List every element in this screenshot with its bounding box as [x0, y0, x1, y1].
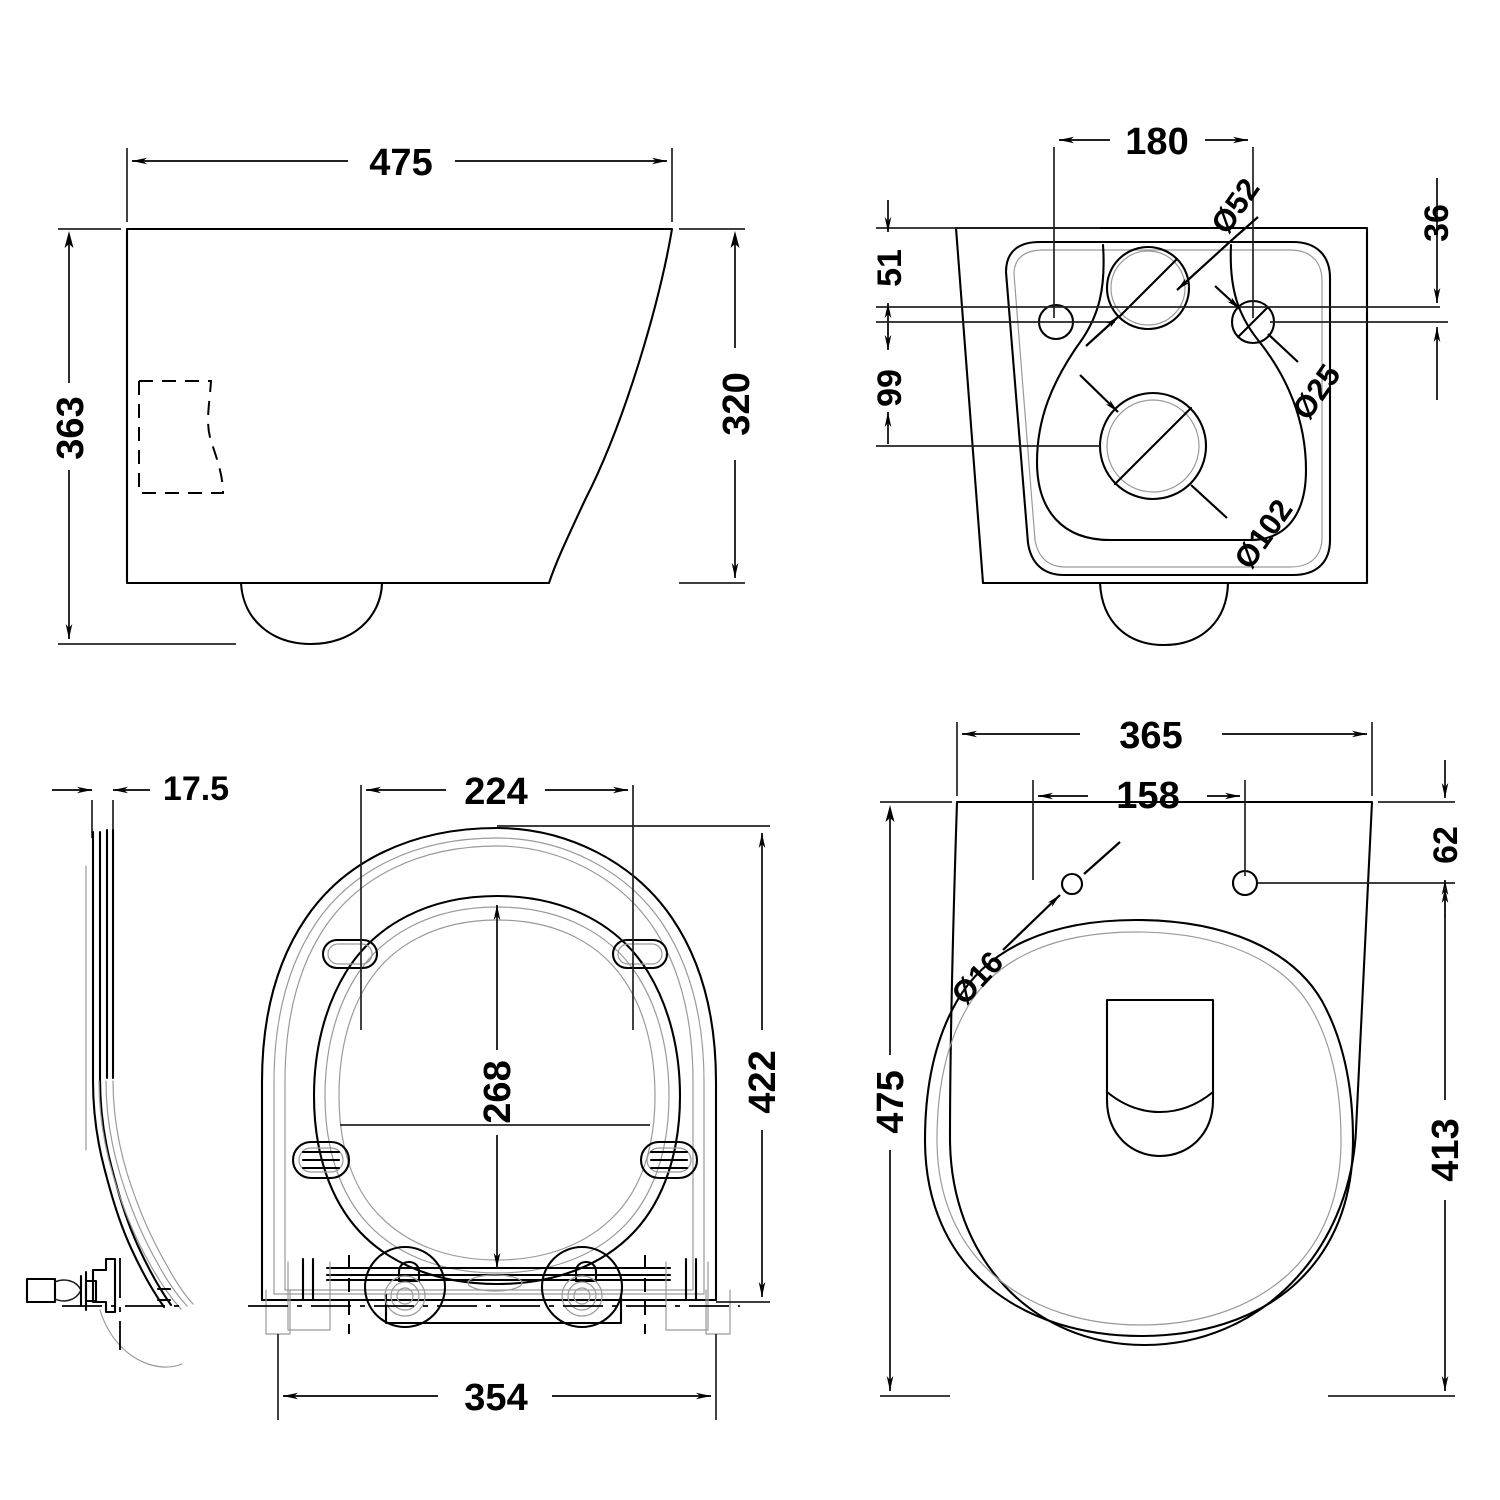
seat-hinge-bar — [384, 1293, 623, 1325]
pan-rear-plate-outline — [954, 226, 1369, 585]
dim-158-label: 158 — [1116, 775, 1179, 817]
dim-36-label: 36 — [1418, 204, 1456, 242]
dim-320-label: 320 — [716, 372, 758, 435]
seat-bumper-lower-left — [291, 1140, 351, 1180]
seat-bumper-lower-right — [639, 1140, 699, 1180]
dim-51-label: 51 — [871, 249, 909, 287]
dim-413-label: 413 — [1425, 1118, 1467, 1181]
seat-hinge-right — [540, 1245, 624, 1329]
view-pan-plan: 365 158 475 62 413 Ø16 — [870, 715, 1467, 1397]
pan-plan-seat-inner — [936, 931, 1342, 1326]
seat-hinge-bolt — [25, 1277, 57, 1304]
pan-side-hidden-fixing — [138, 380, 225, 494]
dim-268-label: 268 — [477, 1060, 519, 1123]
seat-bumper-upper-right — [611, 938, 669, 970]
dim-354-label: 354 — [464, 1377, 527, 1419]
seat-hinge-left — [363, 1245, 447, 1329]
seat-hinge-profile — [91, 1257, 117, 1314]
hole-dia16-leader-circle — [1060, 872, 1084, 896]
dim-99-label: 99 — [871, 369, 909, 407]
seat-lid-profile — [91, 830, 166, 1309]
dim-475-left-label: 475 — [870, 1070, 912, 1133]
seat-bumper-upper-left — [321, 938, 379, 970]
leader-dia16 — [1002, 894, 1061, 951]
seat-aperture-outer — [312, 894, 682, 1286]
dim-224-label: 224 — [464, 771, 527, 813]
pan-plan-flush-divider — [1105, 1090, 1215, 1114]
dim-dia25-label: Ø25 — [1285, 358, 1347, 426]
pan-side-outlet-arc — [239, 581, 384, 646]
pan-side-outline — [125, 227, 674, 585]
pan-rear-body-outline — [1004, 240, 1332, 577]
dim-62-label: 62 — [1427, 826, 1465, 864]
dim-dia102-label: Ø102 — [1227, 493, 1299, 575]
pan-plan-flush-outlet — [1105, 998, 1215, 1158]
seat-outer-inner-edge — [273, 837, 705, 1295]
dim-422-label: 422 — [742, 1050, 784, 1113]
leader-dia102 — [1079, 374, 1119, 413]
view-side-elevation: 475 363 320 — [50, 142, 758, 646]
pan-plan-seat-outline — [923, 918, 1355, 1338]
leader-dia25 — [1214, 285, 1241, 310]
dim-dia52-label: Ø52 — [1204, 172, 1266, 240]
view-seat-plan: 224 268 422 354 — [248, 771, 784, 1420]
dim-363-label: 363 — [50, 396, 92, 459]
dim-365-label: 365 — [1119, 715, 1182, 757]
dim-175-label: 17.5 — [163, 770, 229, 808]
pan-rear-body-inner — [1013, 249, 1323, 568]
seat-aperture-inner1 — [324, 906, 670, 1274]
leader-dia52 — [1176, 238, 1234, 291]
dim-180-label: 180 — [1125, 121, 1188, 163]
pan-rear-bowl-outline — [1035, 243, 1308, 542]
view-seat-side-profile: 17.5 — [25, 770, 229, 1368]
pan-rear-outlet-arc — [1098, 581, 1230, 647]
view-rear-elevation: 180 51 99 36 Ø52 Ø25 Ø102 — [871, 121, 1456, 647]
dim-475-label: 475 — [369, 142, 432, 184]
pan-plan-outline — [948, 800, 1374, 1347]
seat-hinge-centre-tab — [467, 1274, 523, 1292]
